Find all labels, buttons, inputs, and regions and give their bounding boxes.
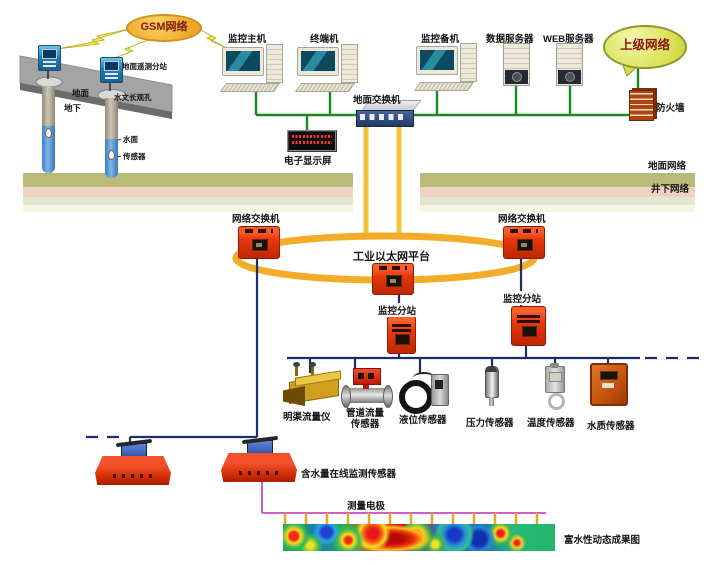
downhole-sensor-icon bbox=[108, 150, 115, 160]
data-server-icon bbox=[503, 43, 530, 86]
gsm-network-cloud: GSM网络 bbox=[126, 14, 202, 42]
sensor-label: 液位传感器 bbox=[399, 415, 447, 426]
open-channel-flowmeter-icon bbox=[281, 362, 341, 408]
temperature-sensor-icon bbox=[543, 363, 565, 410]
measuring-electrodes bbox=[283, 513, 539, 524]
lightning-bolt-left bbox=[56, 27, 134, 50]
web-server-label: WEB服务器 bbox=[543, 34, 594, 45]
sensor-label: 管道流量传感器 bbox=[345, 408, 384, 430]
monitor-host-label: 监控主机 bbox=[228, 34, 267, 45]
surface-lan-lines bbox=[254, 62, 640, 131]
mine-switch-left-icon bbox=[238, 226, 280, 259]
pressure-sensor-icon bbox=[484, 366, 499, 407]
borehole-tube-right bbox=[105, 98, 118, 178]
mine-switch-right-icon bbox=[503, 226, 545, 259]
substation-right-label: 监控分站 bbox=[502, 291, 543, 305]
data-server-label: 数据服务器 bbox=[486, 34, 534, 45]
moisture-sensor-device-icon bbox=[95, 441, 171, 487]
upper-network-cloud: 上级网络 bbox=[603, 25, 687, 69]
monitor-backup-computer-icon bbox=[413, 43, 482, 91]
underground-label: 地下 bbox=[64, 103, 82, 113]
firewall-icon bbox=[629, 90, 654, 121]
electrode-cable bbox=[261, 478, 546, 514]
moisture-sensor-label: 含水量在线监测传感器 bbox=[301, 469, 397, 480]
pipe-flow-sensor-icon bbox=[341, 368, 393, 408]
sensor-label: 水质传感器 bbox=[587, 421, 635, 432]
monitor-backup-label: 监控备机 bbox=[421, 34, 460, 45]
substation-right-icon bbox=[511, 306, 546, 346]
web-server-icon bbox=[556, 43, 583, 86]
mine-switch-center-icon bbox=[372, 263, 414, 295]
telemetry-station-label: 地面遥测分站 bbox=[122, 62, 167, 71]
led-display-label: 电子显示屏 bbox=[284, 156, 332, 167]
water-surface-label: 水面 bbox=[123, 135, 138, 144]
underground-network-label: 井下网络 bbox=[651, 184, 690, 195]
telemetry-device-icon bbox=[38, 45, 61, 71]
terminal-computer-icon bbox=[294, 44, 363, 92]
ground-switch-label: 地面交换机 bbox=[353, 95, 401, 106]
firewall-label: 防火墙 bbox=[656, 103, 685, 114]
downhole-sensor-label: 传感器 bbox=[123, 152, 146, 161]
bus-continuation-dashes bbox=[86, 356, 706, 439]
telemetry-device-icon bbox=[100, 57, 123, 83]
led-display-icon bbox=[287, 130, 337, 152]
strata-band-left bbox=[23, 173, 353, 212]
moisture-sensor-device-icon bbox=[221, 438, 297, 484]
ground-switch-icon bbox=[356, 100, 422, 128]
downhole-sensor-icon bbox=[45, 128, 52, 138]
borehole-label: 水文长观孔 bbox=[114, 93, 152, 102]
monitor-host-computer-icon bbox=[219, 44, 288, 92]
fiber-downlinks bbox=[363, 127, 402, 238]
level-sensor-icon bbox=[399, 372, 449, 414]
substation-center-label: 监控分站 bbox=[377, 303, 418, 317]
substation-center-icon bbox=[387, 316, 416, 354]
result-map-label: 富水性动态成果图 bbox=[564, 535, 641, 546]
ground-label: 地面 bbox=[72, 88, 90, 98]
sensor-label: 压力传感器 bbox=[466, 418, 514, 429]
water-richness-heatmap bbox=[283, 524, 555, 551]
network-switch-left-label: 网络交换机 bbox=[232, 214, 280, 225]
sensor-label: 温度传感器 bbox=[527, 418, 575, 429]
terminal-label: 终端机 bbox=[310, 34, 339, 45]
surface-network-label: 地面网络 bbox=[648, 161, 687, 172]
water-quality-sensor-icon bbox=[590, 363, 628, 406]
ethernet-platform-label: 工业以太网平台 bbox=[353, 251, 430, 263]
strata-band-right bbox=[420, 173, 695, 212]
electrode-label: 测量电极 bbox=[347, 501, 386, 512]
sensor-label: 明渠流量仪 bbox=[283, 412, 331, 423]
network-switch-right-label: 网络交换机 bbox=[498, 214, 546, 225]
